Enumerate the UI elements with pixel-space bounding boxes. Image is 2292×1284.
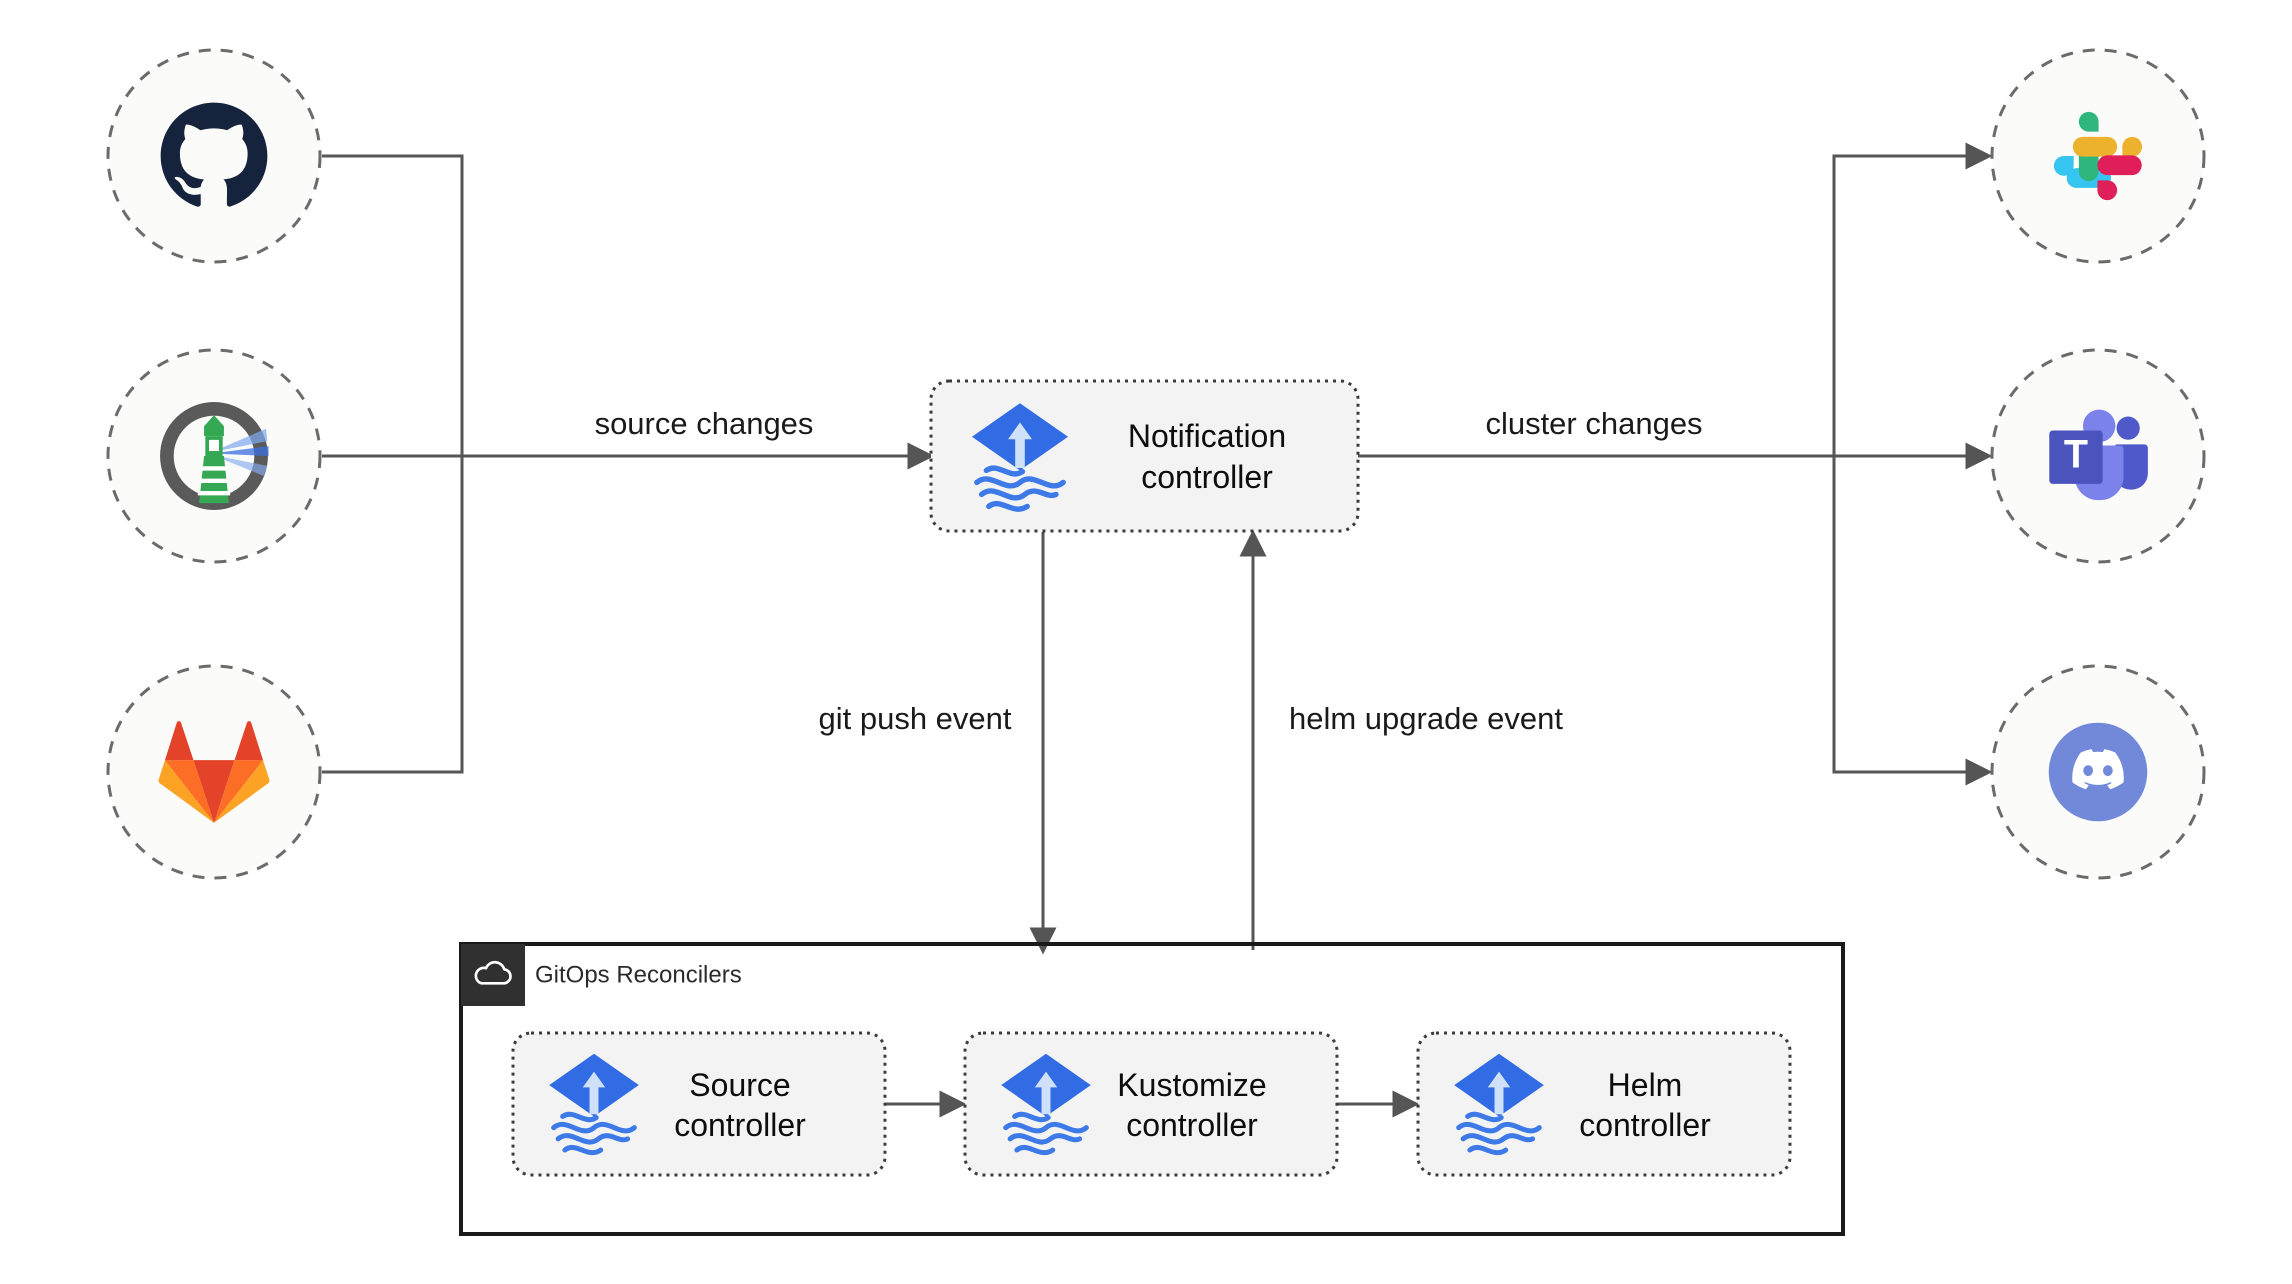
edge-labels-group: source changes cluster changes git push … — [595, 406, 1703, 736]
reconciler-kustomize-label-line1: Kustomize — [1117, 1067, 1266, 1103]
group-title: GitOps Reconcilers — [535, 961, 742, 988]
edge-label-helm-upgrade-event: helm upgrade event — [1289, 701, 1563, 736]
edges-group — [322, 142, 1993, 1118]
notification-controller-node[interactable]: Notification controller — [929, 379, 1360, 533]
source-node-gitlab[interactable] — [106, 664, 322, 880]
reconciler-node-source[interactable]: Source controller — [511, 1031, 887, 1177]
reconciler-helm-label-line2: controller — [1579, 1107, 1711, 1143]
reconciler-source-label-line2: controller — [674, 1107, 806, 1143]
edge-label-cluster-changes: cluster changes — [1485, 406, 1702, 441]
source-node-lighthouse[interactable] — [106, 348, 322, 564]
reconciler-source-label-line1: Source — [689, 1067, 790, 1103]
reconciler-node-helm[interactable]: Helm controller — [1416, 1031, 1792, 1177]
edge-junction-to-slack — [1832, 142, 1993, 456]
notification-controller-label-line1: Notification — [1128, 418, 1286, 454]
notification-controller-label-line2: controller — [1141, 459, 1273, 495]
group-icon-tile — [461, 944, 525, 1006]
destinations-group — [1990, 48, 2206, 880]
edge-label-source-changes: source changes — [595, 406, 814, 441]
destination-node-teams[interactable] — [1990, 348, 2206, 564]
source-node-github[interactable] — [106, 48, 322, 264]
reconciler-node-kustomize[interactable]: Kustomize controller — [963, 1031, 1339, 1177]
discord-icon — [2048, 722, 2148, 822]
destination-node-slack[interactable] — [1990, 48, 2206, 264]
sources-group — [106, 48, 322, 880]
reconciler-helm-label-line1: Helm — [1608, 1067, 1683, 1103]
edge-label-git-push-event: git push event — [818, 701, 1011, 736]
destination-node-discord[interactable] — [1990, 664, 2206, 880]
reconciler-kustomize-label-line2: controller — [1126, 1107, 1258, 1143]
gitops-reconcilers-group: GitOps Reconcilers Source controller Kus… — [459, 942, 1845, 1236]
edge-junction-to-discord — [1832, 456, 1993, 786]
edge-gitlab-to-junction — [322, 456, 464, 774]
edge-github-to-junction — [322, 154, 464, 456]
